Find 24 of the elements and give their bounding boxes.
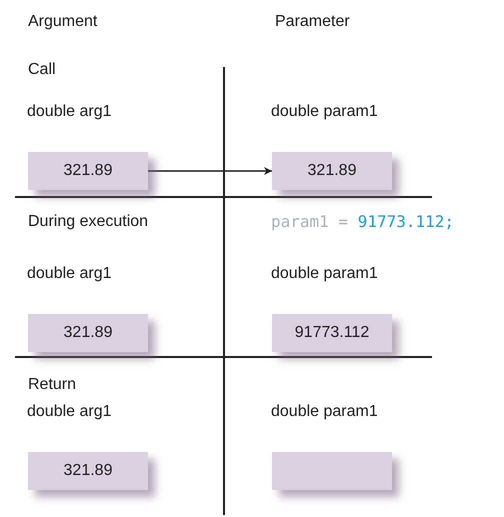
arrow bbox=[148, 167, 272, 175]
phase-heading: Call bbox=[28, 60, 56, 80]
variable-label: double param1 bbox=[271, 402, 378, 422]
value-box bbox=[272, 314, 392, 352]
value-text: 321.89 bbox=[64, 162, 112, 180]
value-text: 321.89 bbox=[64, 324, 112, 342]
variable-label: double param1 bbox=[271, 264, 378, 284]
variable-label: double arg1 bbox=[27, 102, 112, 122]
value-box bbox=[28, 152, 148, 190]
phase-heading: During execution bbox=[28, 212, 148, 232]
value-box bbox=[28, 452, 148, 490]
value-box bbox=[272, 152, 392, 190]
value-text: 321.89 bbox=[64, 462, 112, 480]
phase-heading: Return bbox=[28, 375, 76, 395]
value-text: 321.89 bbox=[308, 162, 356, 180]
variable-label: double arg1 bbox=[27, 402, 112, 422]
variable-label: double param1 bbox=[271, 102, 378, 122]
value-text: 91773.112 bbox=[294, 324, 370, 342]
value-box bbox=[28, 314, 148, 352]
column-heading: Parameter bbox=[275, 12, 350, 32]
code-statement: param1 = 91773.112; bbox=[271, 212, 454, 232]
empty-value-box bbox=[272, 452, 392, 490]
variable-label: double arg1 bbox=[27, 264, 112, 284]
column-heading: Argument bbox=[28, 12, 98, 32]
